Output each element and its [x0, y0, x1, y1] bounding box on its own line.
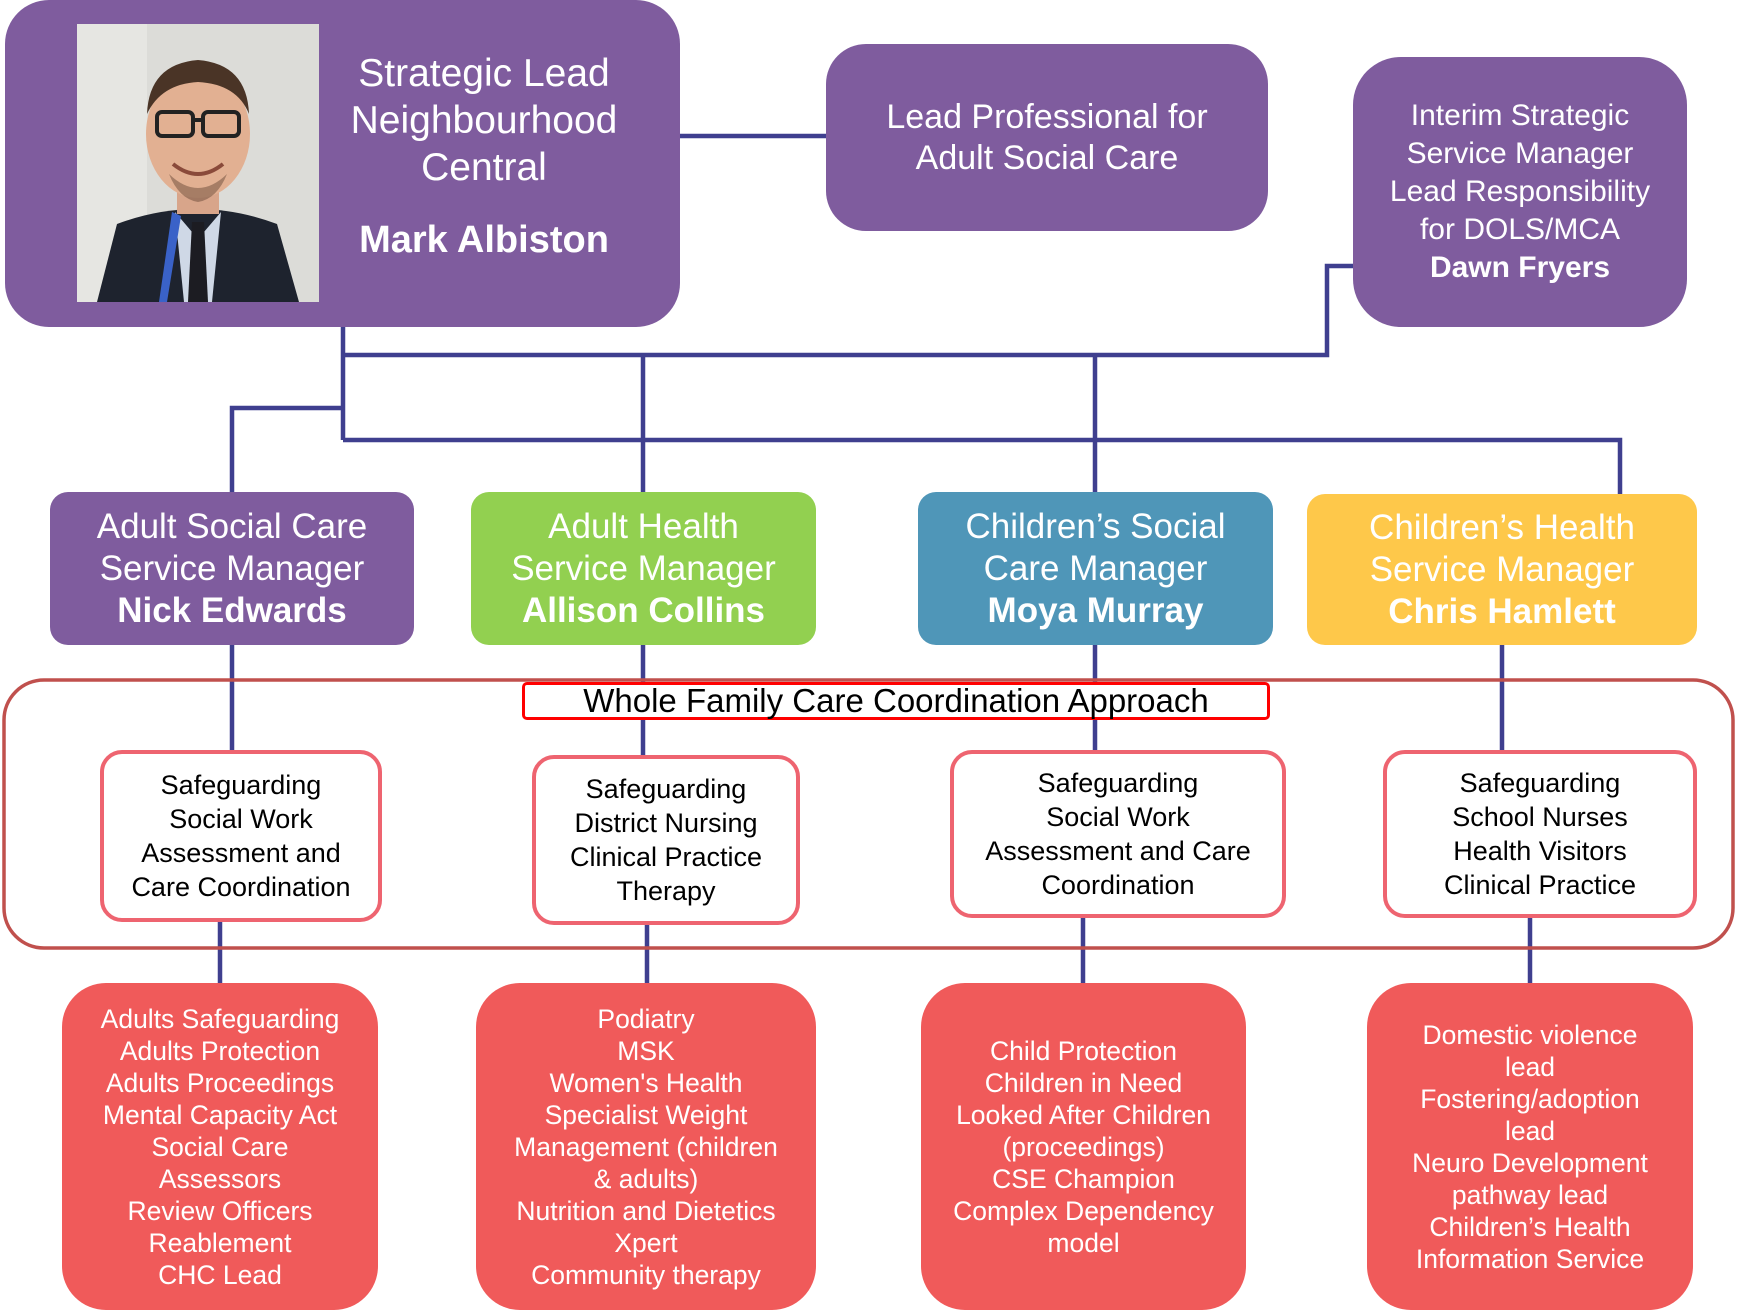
sg-1-line-4: Care Coordination	[131, 872, 351, 902]
strategic-lead-card: Strategic Lead Neighbourhood Central Mar…	[5, 0, 680, 327]
team-2-item: Specialist Weight	[544, 1099, 748, 1130]
team-card-childrens-health: Domestic violence lead Fostering/adoptio…	[1367, 983, 1693, 1310]
team-1-item: Adults Proceedings	[105, 1067, 335, 1098]
sg-3-line-3: Assessment and Care	[985, 836, 1251, 866]
manager-4-name: Chris Hamlett	[1388, 591, 1616, 631]
team-4-item: lead	[1504, 1051, 1556, 1082]
manager-card-childrens-social: Children’s Social Care Manager Moya Murr…	[918, 492, 1273, 645]
team-3-item: (proceedings)	[1002, 1131, 1165, 1162]
manager-4-line-2: Service Manager	[1369, 549, 1635, 589]
manager-3-line-1: Children’s Social	[965, 506, 1226, 546]
team-2-item: Women's Health	[549, 1067, 743, 1098]
team-1-item: CHC Lead	[158, 1259, 282, 1290]
team-1-item: Social Care	[151, 1131, 289, 1162]
team-3-item: Looked After Children	[956, 1099, 1211, 1130]
interim-line-1: Interim Strategic	[1410, 99, 1630, 132]
team-4-item: Information Service	[1415, 1243, 1645, 1274]
interim-line-2: Service Manager	[1406, 137, 1634, 170]
manager-2-line-2: Service Manager	[511, 548, 776, 588]
connector-to-adult-social-care	[229, 405, 343, 495]
manager-2-line-1: Adult Health	[548, 506, 739, 546]
team-1-item: Assessors	[158, 1163, 282, 1194]
lead-professional-line-1: Lead Professional for	[886, 97, 1208, 136]
team-card-adult-health: Podiatry MSK Women's Health Specialist W…	[476, 983, 816, 1310]
approach-label: Whole Family Care Coordination Approach	[522, 682, 1270, 720]
manager-card-adult-social-care: Adult Social Care Service Manager Nick E…	[50, 492, 414, 645]
team-3-item: Child Protection	[989, 1035, 1178, 1066]
team-3-item: model	[1047, 1227, 1120, 1258]
manager-card-adult-health: Adult Health Service Manager Allison Col…	[471, 492, 816, 645]
team-2-item: Nutrition and Dietetics	[516, 1195, 776, 1226]
sg-1-line-1: Safeguarding	[160, 770, 322, 800]
team-4-item: Children’s Health	[1429, 1211, 1631, 1242]
team-2-item: & adults)	[593, 1163, 699, 1194]
lead-title-line-1: Strategic Lead	[358, 52, 610, 95]
team-4-item: Domestic violence	[1422, 1019, 1638, 1050]
approach-label-text: Whole Family Care Coordination Approach	[583, 682, 1209, 719]
sg-3-line-1: Safeguarding	[1037, 768, 1199, 798]
team-4-item: Neuro Development	[1412, 1147, 1648, 1178]
team-1-item: Review Officers	[127, 1195, 313, 1226]
sg-1-line-3: Assessment and	[141, 838, 341, 868]
approach-container	[2, 678, 1735, 950]
safeguarding-card-3: Safeguarding Social Work Assessment and …	[950, 750, 1286, 918]
manager-3-name: Moya Murray	[987, 590, 1204, 630]
team-2-item: MSK	[617, 1035, 675, 1066]
team-1-item: Adults Protection	[119, 1035, 321, 1066]
connector-upper-bus	[343, 263, 1378, 358]
interim-manager-card: Interim Strategic Service Manager Lead R…	[1353, 57, 1687, 327]
lead-professional-card: Lead Professional for Adult Social Care	[826, 44, 1268, 231]
safeguarding-card-4: Safeguarding School Nurses Health Visito…	[1383, 750, 1697, 918]
team-3-item: Children in Need	[984, 1067, 1183, 1098]
sg-2-line-1: Safeguarding	[585, 774, 747, 804]
sg-1-line-2: Social Work	[169, 804, 313, 834]
sg-3-line-4: Coordination	[1041, 870, 1195, 900]
sg-2-line-4: Therapy	[616, 876, 716, 906]
team-1-item: Reablement	[148, 1227, 292, 1258]
team-2-item: Management (children	[514, 1131, 778, 1162]
interim-line-3: Lead Responsibility	[1389, 175, 1651, 208]
safeguarding-card-2: Safeguarding District Nursing Clinical P…	[532, 755, 800, 925]
lead-name: Mark Albiston	[359, 219, 609, 261]
lead-professional-line-2: Adult Social Care	[915, 138, 1179, 177]
interim-line-4: for DOLS/MCA	[1419, 213, 1621, 246]
manager-card-childrens-health: Children’s Health Service Manager Chris …	[1307, 494, 1697, 645]
sg-2-line-3: Clinical Practice	[569, 842, 763, 872]
profile-photo	[77, 24, 319, 302]
team-2-item: Xpert	[614, 1227, 678, 1258]
manager-1-line-2: Service Manager	[99, 548, 365, 588]
team-1-item: Adults Safeguarding	[100, 1003, 340, 1034]
team-3-item: Complex Dependency	[953, 1195, 1214, 1226]
team-2-item: Community therapy	[531, 1259, 761, 1290]
sg-4-line-1: Safeguarding	[1459, 768, 1621, 798]
interim-name: Dawn Fryers	[1429, 251, 1611, 284]
manager-1-name: Nick Edwards	[117, 590, 347, 630]
safeguarding-card-1: Safeguarding Social Work Assessment and …	[100, 750, 382, 922]
manager-2-name: Allison Collins	[521, 590, 766, 630]
sg-4-line-2: School Nurses	[1452, 802, 1628, 832]
manager-1-line-1: Adult Social Care	[96, 506, 368, 546]
connector-lower-bus	[343, 437, 1623, 495]
team-2-item: Podiatry	[597, 1003, 695, 1034]
sg-4-line-3: Health Visitors	[1453, 836, 1627, 866]
team-4-item: Fostering/adoption	[1420, 1083, 1640, 1114]
team-card-adults: Adults Safeguarding Adults Protection Ad…	[62, 983, 378, 1310]
team-card-childrens-social: Child Protection Children in Need Looked…	[921, 983, 1246, 1310]
lead-title-line-3: Central	[421, 146, 547, 189]
lead-title-line-2: Neighbourhood	[350, 99, 618, 142]
team-4-item: lead	[1504, 1115, 1556, 1146]
team-4-item: pathway lead	[1451, 1179, 1609, 1210]
sg-3-line-2: Social Work	[1046, 802, 1190, 832]
manager-4-line-1: Children’s Health	[1369, 507, 1635, 547]
team-1-item: Mental Capacity Act	[102, 1099, 338, 1130]
manager-3-line-2: Care Manager	[983, 548, 1208, 588]
sg-2-line-2: District Nursing	[574, 808, 758, 838]
sg-4-line-4: Clinical Practice	[1443, 870, 1637, 900]
team-3-item: CSE Champion	[992, 1163, 1175, 1194]
